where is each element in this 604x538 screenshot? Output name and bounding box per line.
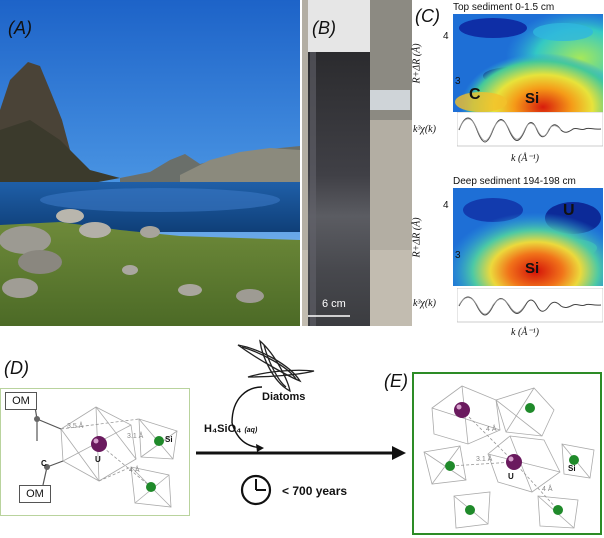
top-label-c: C — [469, 86, 481, 103]
deep-label-si: Si — [525, 260, 540, 277]
panel-d-box: OM OM C U Si 3.5 Å 3.1 Å 4 Å — [0, 388, 190, 516]
deep-exafs-label: k³χ(k) — [413, 298, 436, 309]
process-arrow-area — [196, 339, 406, 506]
silicic-acid-phase: (aq) — [244, 427, 258, 434]
e-dist-1: 3.1 Å — [476, 456, 493, 463]
sediment-core-image — [302, 0, 412, 326]
panel-a-label: (A) — [8, 18, 32, 38]
scale-label: 6 cm — [322, 298, 346, 310]
d-si-label: Si — [165, 435, 173, 444]
d-c-label: C — [41, 459, 47, 468]
deep-ylabel: R+ΔR (Å) — [411, 217, 423, 258]
d-dist-2: 3.1 Å — [127, 433, 144, 440]
e-si-label: Si — [568, 464, 576, 473]
d-dist-3: 4 Å — [129, 467, 140, 474]
diatoms-label: Diatoms — [262, 391, 306, 403]
panel-e-box: U Si 3.1 Å 4 Å 4 Å — [412, 372, 602, 535]
panel-c-label: (C) — [415, 6, 440, 26]
panel-e-structure — [423, 385, 595, 529]
silicic-acid-formula: H₄SiO₄ — [204, 423, 242, 435]
deep-tick-4: 4 — [443, 200, 449, 211]
top-label-si: Si — [525, 90, 540, 107]
top-xlabel: k (Å⁻¹) — [511, 153, 539, 164]
deep-tick-3: 3 — [455, 250, 461, 261]
deep-exafs-plot — [457, 288, 603, 323]
panel-d-label: (D) — [4, 358, 29, 378]
silicic-acid-label: H₄SiO₄ (aq) — [204, 423, 257, 435]
deep-wavelet-map — [453, 188, 603, 286]
e-u-label: U — [508, 472, 514, 481]
top-wavelet-map — [453, 14, 603, 112]
deep-title: Deep sediment 194-198 cm — [453, 176, 576, 187]
om-top-box: OM — [5, 392, 37, 410]
deep-xlabel: k (Å⁻¹) — [511, 327, 539, 338]
panel-a-photo: (A) — [0, 0, 300, 326]
clock-icon — [240, 474, 272, 506]
top-exafs-plot — [457, 112, 603, 147]
panel-b-photo: (B) 6 cm — [302, 0, 412, 326]
e-dist-2: 4 Å — [486, 426, 497, 433]
time-label: < 700 years — [282, 484, 348, 498]
top-title: Top sediment 0-1.5 cm — [453, 2, 555, 13]
panel-d-structure — [34, 406, 178, 508]
lake-landscape-image — [0, 0, 300, 326]
panel-e-label: (E) — [384, 371, 408, 391]
top-tick-4: 4 — [443, 31, 449, 42]
top-tick-3: 3 — [455, 76, 461, 87]
d-dist-1: 3.5 Å — [67, 423, 84, 430]
panel-c: (C) Top sediment 0-1.5 cm 4 3 R+ — [411, 0, 604, 345]
om-bottom-box: OM — [19, 485, 51, 503]
top-ylabel: R+ΔR (Å) — [411, 43, 423, 84]
d-u-label: U — [95, 455, 101, 464]
deep-label-u: U — [563, 202, 575, 219]
top-exafs-label: k³χ(k) — [413, 124, 436, 135]
e-dist-3: 4 Å — [542, 486, 553, 493]
diatoms-icon — [237, 339, 315, 393]
panel-b-label: (B) — [312, 18, 336, 38]
